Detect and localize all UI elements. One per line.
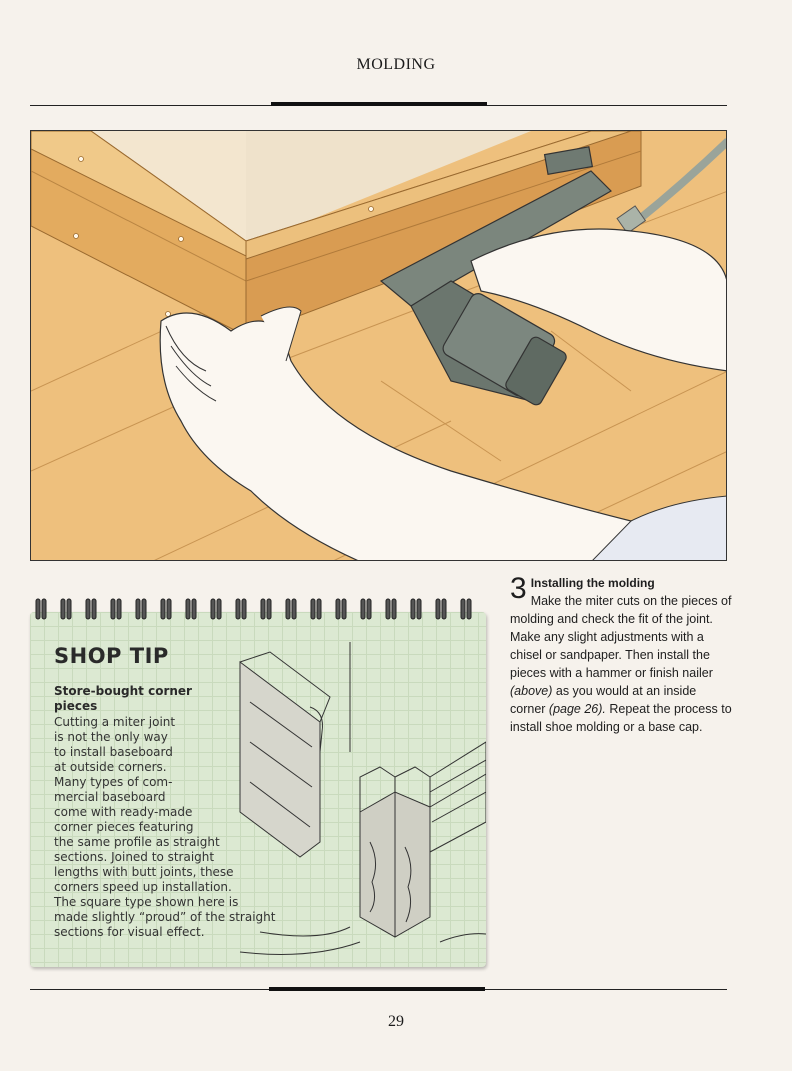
- shop-tip-line: come with ready-made: [54, 805, 193, 819]
- shop-tip-line: is not the only way: [54, 730, 168, 744]
- shop-tip-line: Cutting a miter joint: [54, 715, 176, 729]
- header-rule-accent: [271, 102, 487, 106]
- step-ref-above: (above): [510, 684, 553, 698]
- shop-tip-card: SHOP TIP Store-bought corner pieces Cutt…: [30, 612, 486, 967]
- spiral-ring: [110, 598, 122, 620]
- running-head: MOLDING: [356, 56, 436, 73]
- step-text-2: as you would at an inside corner: [510, 684, 697, 716]
- spiral-ring: [35, 598, 47, 620]
- spiral-ring: [235, 598, 247, 620]
- shop-tip-line: lengths with butt joints, these: [54, 865, 234, 879]
- shop-tip-body: Cutting a miter joint is not the only wa…: [54, 715, 314, 940]
- shop-tip-line: to install baseboard: [54, 745, 173, 759]
- page-number: 29: [388, 1013, 404, 1030]
- footer-rule-accent: [269, 987, 485, 991]
- spiral-ring: [135, 598, 147, 620]
- spiral-ring: [60, 598, 72, 620]
- spiral-ring: [360, 598, 372, 620]
- corner-piece-sketch: [239, 642, 486, 955]
- shop-tip-line: sections for visual effect.: [54, 925, 205, 939]
- spiral-ring: [85, 598, 97, 620]
- shop-tip-subtitle: Store-bought corner pieces: [54, 684, 192, 713]
- spiral-binding: [35, 598, 472, 620]
- spiral-ring: [335, 598, 347, 620]
- step-ref-page: (page 26).: [548, 702, 606, 716]
- spiral-ring: [310, 598, 322, 620]
- step-text-3: Repeat the process to install shoe moldi…: [510, 702, 732, 734]
- spiral-ring: [160, 598, 172, 620]
- spiral-ring: [285, 598, 297, 620]
- spiral-ring: [210, 598, 222, 620]
- spiral-ring: [260, 598, 272, 620]
- spiral-ring: [460, 598, 472, 620]
- spiral-ring: [185, 598, 197, 620]
- step-number: 3: [510, 572, 527, 605]
- shop-tip-line: the same profile as straight: [54, 835, 220, 849]
- shop-tip-heading: SHOP TIP: [54, 644, 169, 668]
- shop-tip-line: made slightly “proud” of the straight: [54, 910, 276, 924]
- spiral-ring: [410, 598, 422, 620]
- step-3: 3 Installing the molding Make the miter …: [510, 574, 732, 736]
- main-illustration: [30, 130, 727, 561]
- shop-tip-line: at outside corners.: [54, 760, 167, 774]
- spiral-ring: [435, 598, 447, 620]
- spiral-ring: [385, 598, 397, 620]
- nailing-baseboard-illustration: [31, 131, 726, 560]
- shop-tip-line: corners speed up installation.: [54, 880, 232, 894]
- step-text-1: Make the miter cuts on the pieces of mol…: [510, 594, 732, 680]
- step-title: Installing the molding: [530, 576, 655, 590]
- shop-tip-line: mercial baseboard: [54, 790, 166, 804]
- shop-tip-line: corner pieces featuring: [54, 820, 194, 834]
- shop-tip-line: Many types of com-: [54, 775, 173, 789]
- shop-tip-line: sections. Joined to straight: [54, 850, 215, 864]
- shop-tip-line: The square type shown here is: [54, 895, 239, 909]
